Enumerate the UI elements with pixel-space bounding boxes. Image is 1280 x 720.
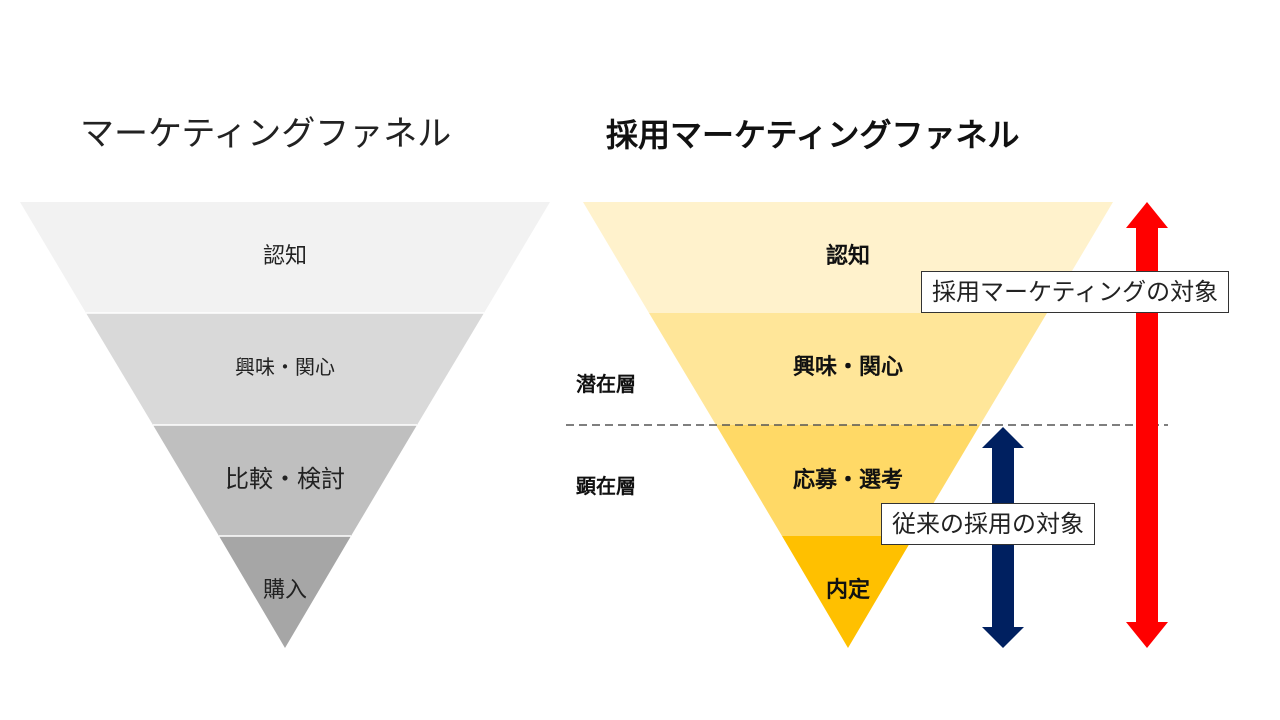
left-stage-label: 購入 xyxy=(263,578,307,603)
right-stage-label: 内定 xyxy=(826,577,870,603)
latent-layer-label: 潜在層 xyxy=(576,372,636,396)
traditional-recruitment-scope-callout: 従来の採用の対象 xyxy=(881,503,1095,545)
left-funnel-title: マーケティングファネル xyxy=(80,114,452,154)
manifest-layer-label: 顕在層 xyxy=(576,474,636,498)
left-funnel: 認知 興味・関心 比較・検討 購入 xyxy=(20,202,550,648)
right-stage-label: 認知 xyxy=(826,243,870,269)
recruit-marketing-scope-callout: 採用マーケティングの対象 xyxy=(921,271,1230,313)
right-funnel-title: 採用マーケティングファネル xyxy=(606,116,1020,154)
right-stage-label: 興味・関心 xyxy=(793,355,903,380)
left-stage-label: 興味・関心 xyxy=(235,355,335,379)
left-stage-comparison xyxy=(153,425,417,536)
right-stage-interest xyxy=(649,313,1047,425)
left-stage-label: 比較・検討 xyxy=(225,465,345,493)
left-stage-awareness xyxy=(20,202,550,313)
red-double-arrow xyxy=(1126,202,1168,648)
left-stage-label: 認知 xyxy=(263,244,307,269)
right-stage-offer xyxy=(782,536,914,648)
left-stage-purchase xyxy=(219,536,351,648)
left-stage-interest xyxy=(86,313,484,425)
right-stage-label: 応募・選考 xyxy=(793,467,903,493)
